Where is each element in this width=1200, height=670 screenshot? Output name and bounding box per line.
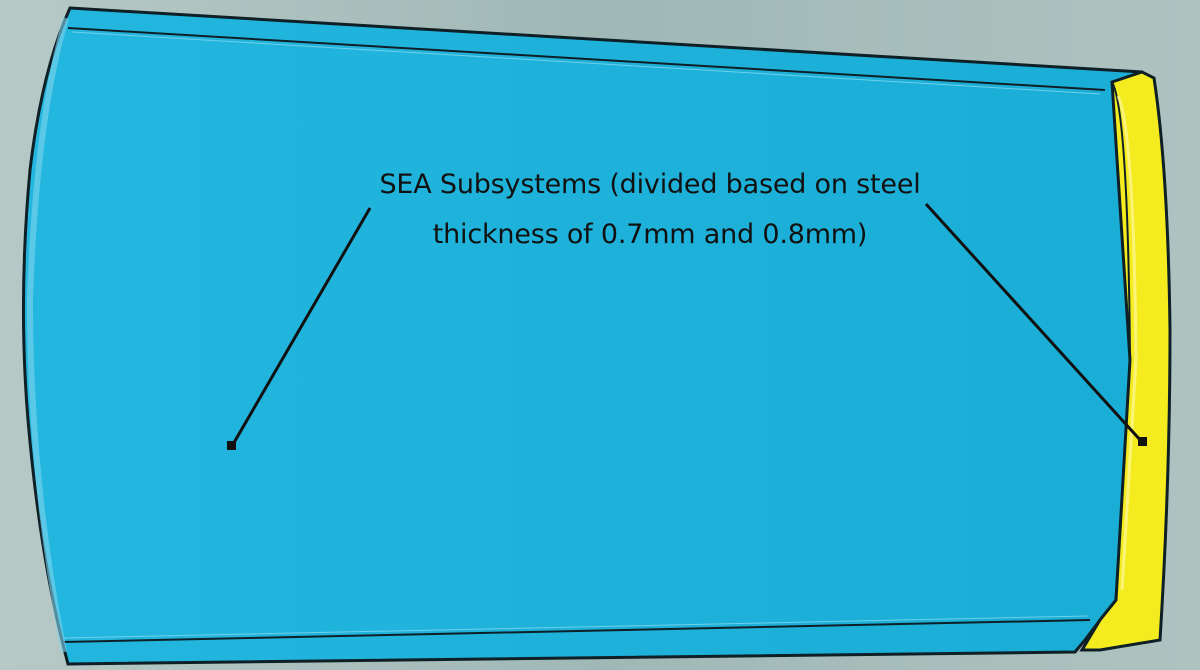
leader-line-left: [230, 207, 372, 447]
annotation-line-2: thickness of 0.7mm and 0.8mm): [432, 219, 868, 250]
yellow-strip-shade: [1116, 95, 1138, 591]
yellow-subsystem-strip: [1079, 70, 1172, 652]
top-flange-crease: [67, 27, 1106, 91]
bottom-flange-crease-inner: [63, 615, 1089, 639]
leader-line-right: [924, 202, 1144, 444]
bottom-flange-crease: [61, 619, 1091, 643]
blue-subsystem-panel: [21, 6, 1152, 666]
annotation-line-1: SEA Subsystems (divided based on steel: [379, 169, 921, 200]
left-edge-highlight: [26, 17, 69, 653]
top-flange-crease-inner: [71, 31, 1101, 95]
leader-dot-right: [1138, 437, 1147, 446]
leader-dot-left: [227, 441, 236, 450]
subsystem-annotation: SEA Subsystems (divided based on steel t…: [300, 160, 1000, 260]
yellow-strip-inner-edge: [1111, 81, 1132, 601]
